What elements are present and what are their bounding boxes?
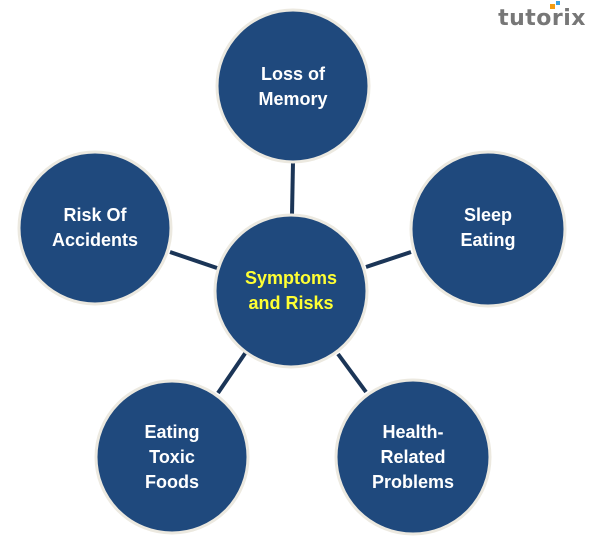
- node-label: Health-: [382, 422, 443, 442]
- center-label: Symptoms: [245, 268, 337, 288]
- links: [169, 161, 412, 395]
- link-accidents: [169, 250, 218, 270]
- link-health: [336, 352, 368, 394]
- node-label: Toxic: [149, 447, 195, 467]
- node-label: Loss of: [261, 64, 326, 84]
- link-toxic: [216, 350, 248, 395]
- tutorix-logo: tutorix: [498, 1, 586, 31]
- node-label: Problems: [372, 472, 454, 492]
- node-loss-of-memory: Loss of Memory: [215, 8, 371, 164]
- logo-dot-icon: [556, 1, 561, 5]
- center-node-symptoms-and-risks: Symptoms and Risks: [213, 213, 369, 369]
- logo-dot-icon: [550, 4, 556, 9]
- node-label: Eating: [144, 422, 199, 442]
- node-label: Risk Of: [63, 205, 127, 225]
- center-label: and Risks: [248, 293, 333, 313]
- node-label: Foods: [145, 472, 199, 492]
- node-label: Related: [380, 447, 445, 467]
- link-sleep: [365, 250, 412, 269]
- node-label: Memory: [258, 89, 327, 109]
- node-label: Sleep: [464, 205, 512, 225]
- link-memory: [290, 161, 295, 216]
- node-risk-of-accidents: Risk Of Accidents: [17, 150, 173, 306]
- node-label: Eating: [460, 230, 515, 250]
- node-label: Accidents: [52, 230, 138, 250]
